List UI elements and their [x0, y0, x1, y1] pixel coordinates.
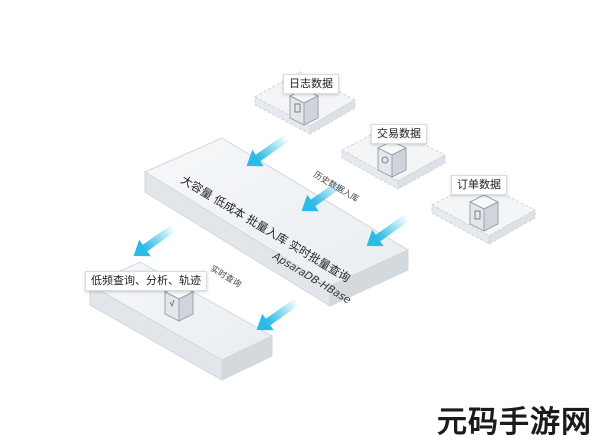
arrow-log-to-storage: [246, 134, 290, 167]
arrow-trade-to-storage: [301, 179, 345, 212]
order-data-label: 订单数据: [451, 175, 507, 195]
site-watermark: 元码手游网: [437, 405, 592, 440]
log-server-icon: [288, 88, 320, 126]
hbase-storage-panel: [143, 137, 410, 307]
query-function-label: 低频查询、分析、轨迹: [85, 271, 207, 291]
trade-data-label: 交易数据: [371, 124, 427, 144]
trade-server-icon: [376, 140, 408, 178]
arrow-storage-to-query-left: [133, 224, 177, 257]
arrow-order-to-storage: [366, 214, 410, 247]
log-data-label: 日志数据: [283, 74, 339, 94]
order-server-icon: [468, 194, 500, 232]
realtime-query-label: 实时查询: [208, 263, 243, 290]
arrow-storage-to-query-right: [256, 298, 300, 331]
